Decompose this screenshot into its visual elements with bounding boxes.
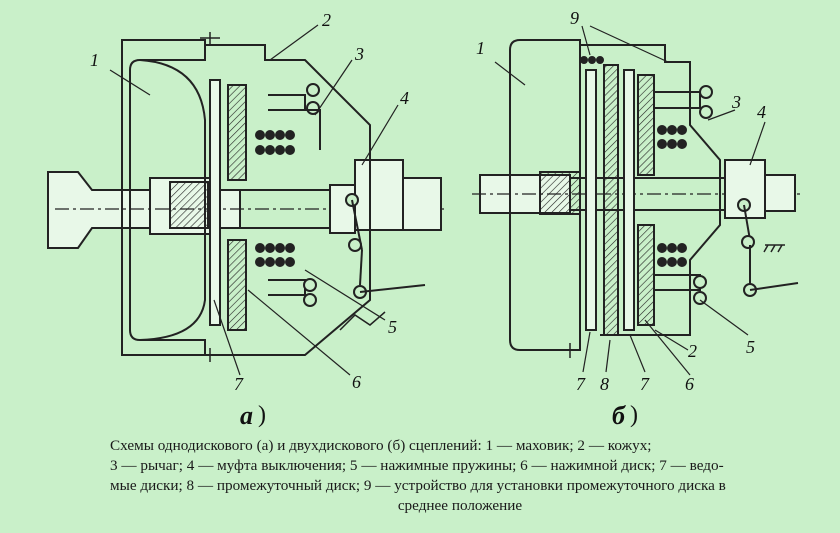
levers-b bbox=[655, 85, 713, 305]
pressure-plate-bot-a bbox=[227, 239, 247, 331]
caption-line-1: Схемы однодискового (а) и двухдискового … bbox=[110, 437, 652, 454]
figure-a-paren: ) bbox=[258, 402, 266, 428]
leaders-a bbox=[109, 24, 399, 376]
callout-a-5: 5 bbox=[388, 317, 397, 337]
callout-b-7a: 7 bbox=[576, 374, 586, 394]
callout-a-4: 4 bbox=[400, 88, 409, 108]
callout-b-8: 8 bbox=[600, 374, 609, 394]
flywheel-b bbox=[509, 39, 581, 351]
callouts-b: 9 1 3 4 5 2 6 7 8 7 bbox=[476, 8, 766, 394]
caption-line-3: мые диски; 8 — промежуточный диск; 9 — у… bbox=[110, 477, 726, 494]
callout-b-2: 2 bbox=[688, 341, 697, 361]
intermediate-disc-b bbox=[603, 64, 619, 336]
pressure-plate-top-b bbox=[637, 74, 655, 176]
hub-a bbox=[169, 181, 209, 229]
cover-b bbox=[580, 44, 721, 336]
diagram-a bbox=[47, 24, 445, 376]
pressure-plate-top-a bbox=[227, 84, 247, 181]
callout-a-2: 2 bbox=[322, 10, 331, 30]
callout-a-6: 6 bbox=[352, 372, 361, 392]
fork-b bbox=[737, 198, 799, 297]
callout-b-1: 1 bbox=[476, 38, 485, 58]
callouts-a: 1 2 3 4 5 6 7 bbox=[90, 10, 409, 394]
shaft-a bbox=[47, 159, 445, 249]
flywheel-a bbox=[121, 39, 206, 356]
callout-b-6: 6 bbox=[685, 374, 694, 394]
callout-b-3: 3 bbox=[731, 92, 741, 112]
leaders-b bbox=[494, 25, 766, 376]
callout-b-4: 4 bbox=[757, 102, 766, 122]
figure-b-label: б bbox=[612, 401, 626, 430]
diagram-b bbox=[472, 25, 800, 376]
release-sleeve-a bbox=[354, 159, 404, 231]
callout-b-5: 5 bbox=[746, 337, 755, 357]
callout-b-7b: 7 bbox=[640, 374, 650, 394]
figure-caption: Схемы однодискового (а) и двухдискового … bbox=[110, 436, 810, 516]
caption-line-2: 3 — рычаг; 4 — муфта выключения; 5 — наж… bbox=[110, 457, 724, 474]
figure-a-label: а bbox=[240, 401, 253, 430]
springs-a bbox=[255, 130, 295, 267]
fork-a bbox=[339, 193, 426, 331]
callout-b-9: 9 bbox=[570, 8, 579, 28]
levers-a bbox=[268, 83, 321, 307]
springs-b bbox=[580, 56, 687, 267]
caption-line-4: среднее положение bbox=[397, 497, 523, 514]
driven-disc-a bbox=[209, 79, 221, 326]
driven-disc-b2 bbox=[623, 69, 635, 331]
callout-a-7: 7 bbox=[234, 374, 244, 394]
figure-b-paren: ) bbox=[630, 402, 638, 428]
callout-a-3: 3 bbox=[354, 44, 364, 64]
driven-disc-b1 bbox=[585, 69, 597, 331]
callout-a-1: 1 bbox=[90, 50, 99, 70]
pressure-plate-bot-b bbox=[637, 224, 655, 326]
